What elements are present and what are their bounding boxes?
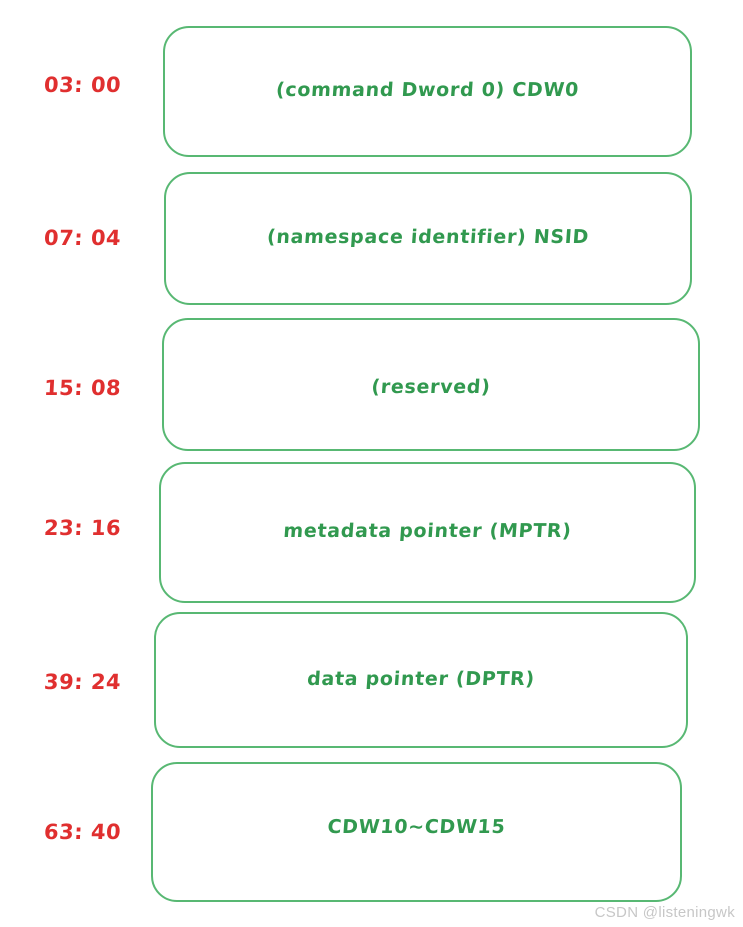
byte-offset-label: 03: 00	[43, 73, 122, 97]
field-box	[162, 318, 700, 451]
byte-offset-label: 07: 04	[43, 226, 122, 250]
field-box	[159, 462, 696, 603]
field-box	[164, 172, 692, 305]
field-name-label: data pointer (DPTR)	[306, 668, 536, 690]
byte-offset-label: 23: 16	[43, 516, 122, 540]
field-box	[154, 612, 688, 748]
byte-offset-label: 39: 24	[43, 670, 122, 694]
field-name-label: (reserved)	[370, 376, 492, 398]
field-name-label: (namespace identifier) NSID	[266, 226, 590, 248]
field-name-label: metadata pointer (MPTR)	[282, 520, 573, 542]
csdn-watermark: CSDN @listeningwk	[594, 904, 735, 921]
field-box	[151, 762, 682, 902]
field-box	[163, 26, 692, 157]
byte-offset-label: 63: 40	[43, 820, 122, 844]
byte-offset-label: 15: 08	[43, 376, 122, 400]
field-name-label: (command Dword 0) CDW0	[275, 79, 580, 101]
field-name-label: CDW10~CDW15	[326, 816, 507, 838]
